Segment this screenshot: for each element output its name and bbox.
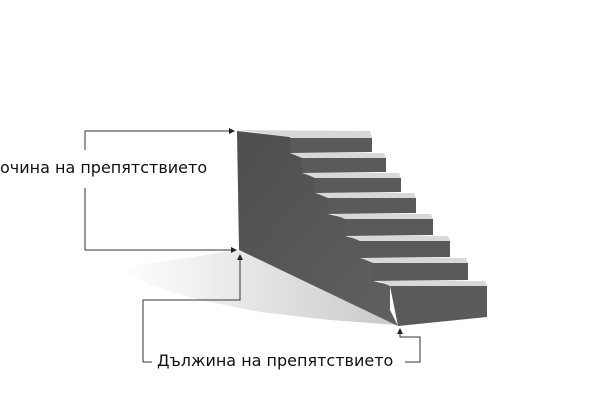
length-bracket xyxy=(142,254,421,363)
step-tread xyxy=(316,193,416,198)
step-riser xyxy=(290,138,372,153)
height-bracket xyxy=(84,128,237,253)
step-tread xyxy=(333,214,433,219)
step-tread xyxy=(378,281,487,286)
step-riser xyxy=(360,241,450,258)
step-tread xyxy=(348,236,450,241)
step-riser xyxy=(390,286,487,326)
step-riser xyxy=(328,198,416,214)
step-tread xyxy=(361,258,468,263)
length-label: Дължина на препятствието xyxy=(157,351,394,371)
step-riser xyxy=(373,263,468,281)
shadow xyxy=(120,250,398,325)
step-riser xyxy=(345,219,433,236)
step-tread xyxy=(290,153,386,158)
side-face xyxy=(237,131,398,326)
step-tread xyxy=(290,133,372,138)
step-riser xyxy=(315,178,401,193)
step-tread xyxy=(303,173,401,178)
step-riser xyxy=(302,158,386,173)
height-label: очина на препятствието xyxy=(0,158,208,178)
